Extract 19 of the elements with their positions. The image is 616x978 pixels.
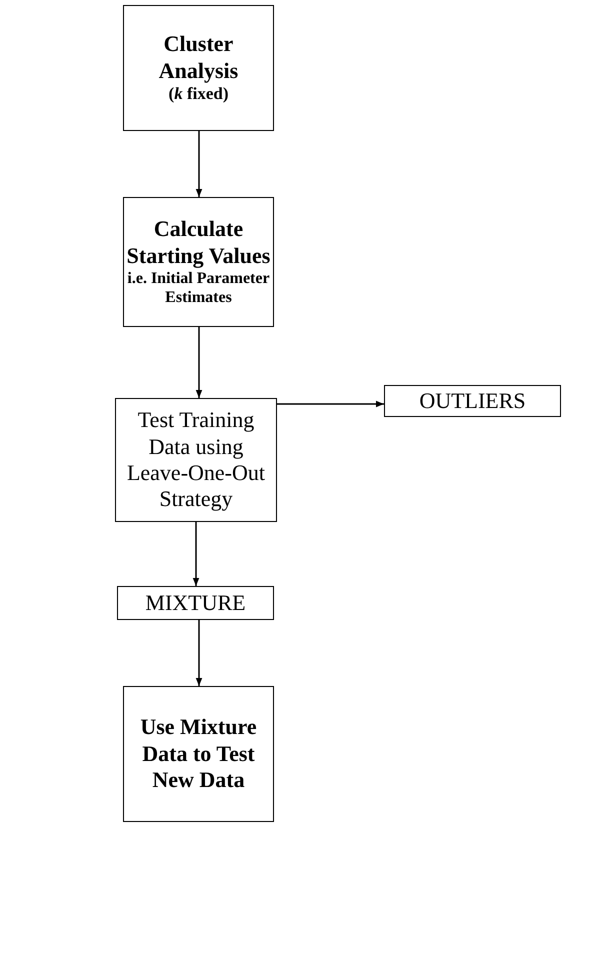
process-box: [117, 586, 274, 620]
process-box: [384, 385, 561, 417]
node-label: Cluster Analysis: [158, 31, 240, 84]
process-box: [123, 197, 274, 327]
arrow: [196, 620, 202, 686]
process-box: [123, 686, 274, 822]
node-subtitle: i.e. Initial Parameter Estimates: [126, 269, 271, 308]
node-label: OUTLIERS: [419, 388, 526, 414]
arrow: [277, 400, 384, 408]
node-label: Test Training Data using Leave-One-Out Strategy: [126, 407, 266, 513]
node-label: MIXTURE: [145, 590, 246, 616]
arrow: [196, 131, 202, 197]
process-box: [115, 398, 277, 522]
node-subtitle: (k fixed): [168, 84, 228, 105]
node-label: Use Mixture Data to Test New Data: [139, 714, 258, 794]
node-label: Calculate Starting Values: [126, 216, 272, 270]
arrow: [196, 327, 202, 398]
arrow: [192, 522, 200, 586]
process-box: [123, 5, 274, 131]
